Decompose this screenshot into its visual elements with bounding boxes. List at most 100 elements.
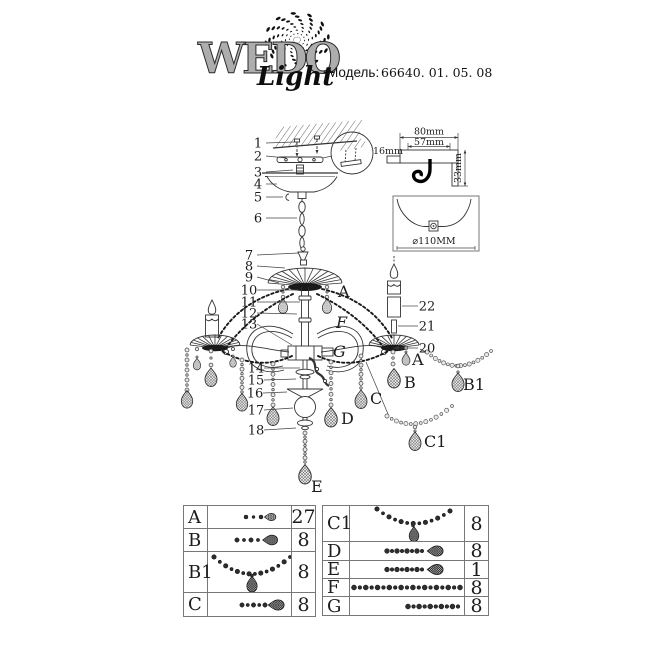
garland-b1 bbox=[419, 348, 493, 392]
festoon-g bbox=[219, 349, 391, 364]
part-count: 27 bbox=[291, 506, 316, 528]
parts-table-left: A 27 B 8 B1 8 C 8 bbox=[183, 505, 316, 617]
callout-13: 13 bbox=[241, 318, 258, 333]
cup-profile: ⌀110MM bbox=[392, 195, 480, 252]
table-row: B1 8 bbox=[184, 552, 315, 593]
callout-21: 21 bbox=[419, 320, 436, 335]
dim-cup-diameter: ⌀110MM bbox=[412, 236, 456, 247]
parts-table-right: C1 8 D 8 E 1 F 8 G bbox=[322, 505, 489, 617]
flame-icon bbox=[389, 262, 399, 279]
callout-11: 11 bbox=[241, 296, 258, 311]
right-candle bbox=[368, 256, 420, 352]
hook-icon bbox=[411, 159, 432, 184]
strand-far-left bbox=[180, 347, 194, 409]
part-count: 1 bbox=[470, 558, 483, 581]
strand-e bbox=[298, 430, 312, 485]
callout-1: 1 bbox=[254, 137, 262, 152]
strand-c bbox=[354, 353, 368, 409]
part-pictogram bbox=[208, 593, 292, 616]
central-column bbox=[298, 287, 312, 346]
part-count: 8 bbox=[470, 540, 483, 562]
brand-spiral-icon bbox=[264, 12, 330, 68]
callout-2: 2 bbox=[254, 150, 262, 165]
brand-wordmark: WEDO bbox=[197, 34, 340, 83]
callout-20: 20 bbox=[419, 342, 436, 357]
part-label: F bbox=[323, 577, 350, 598]
table-row: C 8 bbox=[184, 593, 315, 616]
callout-12: 12 bbox=[241, 307, 258, 322]
garland-c1 bbox=[365, 361, 454, 451]
label-strand_d: D bbox=[341, 409, 354, 428]
part-pictogram bbox=[208, 552, 292, 592]
label-crown_drop: A bbox=[337, 282, 350, 301]
label-garland_b1: B1 bbox=[463, 375, 485, 394]
flame-icon bbox=[207, 298, 217, 315]
canopy-clip bbox=[285, 193, 290, 201]
festoon-f bbox=[217, 288, 393, 349]
part-label: C1 bbox=[323, 506, 352, 541]
dim-inner-width: 57mm bbox=[414, 137, 444, 148]
callout-14: 14 bbox=[248, 362, 265, 377]
callout-16: 16 bbox=[247, 387, 264, 402]
part-pictogram bbox=[350, 597, 465, 615]
label-bottom_drop: E bbox=[311, 477, 323, 496]
part-label: E bbox=[323, 559, 350, 580]
arm-tube bbox=[391, 319, 397, 334]
model-number: 66640. 01. 05. 08 bbox=[381, 65, 492, 80]
part-count: 8 bbox=[297, 529, 310, 551]
callout-17: 17 bbox=[248, 404, 265, 419]
label-festoon_short: G bbox=[333, 342, 346, 361]
left-bobeche-drops bbox=[192, 346, 237, 387]
center-hub bbox=[280, 345, 334, 388]
table-row: A 27 bbox=[184, 506, 316, 529]
label-garland_c1: C1 bbox=[424, 432, 446, 451]
part-label: B bbox=[184, 529, 208, 551]
part-count: 8 bbox=[297, 561, 310, 583]
callout-22: 22 bbox=[419, 300, 436, 315]
brand-header: WEDO Light Модель: 66640. 01. 05. 08 bbox=[197, 12, 492, 92]
callout-18: 18 bbox=[248, 424, 265, 439]
callout-9: 9 bbox=[245, 271, 253, 286]
dim-outer-width: 80mm bbox=[414, 127, 444, 138]
candle-sleeve bbox=[387, 296, 401, 318]
callout-5: 5 bbox=[254, 191, 262, 206]
callout-4: 4 bbox=[254, 178, 262, 193]
canopy bbox=[262, 172, 338, 201]
dim-tab-width: 16mm bbox=[373, 146, 403, 157]
table-row: B 8 bbox=[184, 529, 315, 552]
chain bbox=[298, 198, 306, 249]
strand-left-2 bbox=[235, 357, 249, 412]
callout-10: 10 bbox=[241, 284, 258, 299]
part-count: 8 bbox=[297, 593, 310, 616]
part-label: D bbox=[323, 541, 350, 562]
callout-8: 8 bbox=[245, 260, 253, 275]
callout-7: 7 bbox=[245, 249, 253, 264]
part-pictogram bbox=[350, 506, 465, 541]
mounting-bar bbox=[276, 156, 324, 163]
part-count: 8 bbox=[470, 595, 483, 617]
left-candle bbox=[189, 298, 241, 352]
bracket-detail: 80mm 57mm 16mm 33mm bbox=[373, 127, 468, 187]
brand-script: Light bbox=[256, 62, 334, 92]
strand-d bbox=[324, 359, 338, 428]
table-row: C1 8 bbox=[323, 506, 488, 542]
table-row: E 1 bbox=[323, 558, 488, 581]
label-arm_drop_large: B bbox=[404, 373, 416, 392]
crown-bobeche bbox=[267, 267, 343, 291]
table-row: F 8 bbox=[323, 577, 488, 599]
mount-screws bbox=[294, 135, 320, 157]
part-label: G bbox=[323, 596, 350, 617]
detail-balloon bbox=[317, 131, 374, 175]
table-row: D 8 bbox=[323, 540, 488, 562]
label-strand_c: C bbox=[370, 389, 382, 408]
part-pictogram bbox=[208, 506, 292, 528]
callout-15: 15 bbox=[248, 374, 265, 389]
dim-height: 33mm bbox=[453, 153, 464, 183]
part-count: 8 bbox=[470, 512, 483, 535]
label-festoon_long: F bbox=[335, 313, 348, 332]
table-row: G 8 bbox=[323, 595, 488, 617]
part-label: C bbox=[184, 593, 208, 616]
threaded-nipple bbox=[296, 164, 304, 175]
